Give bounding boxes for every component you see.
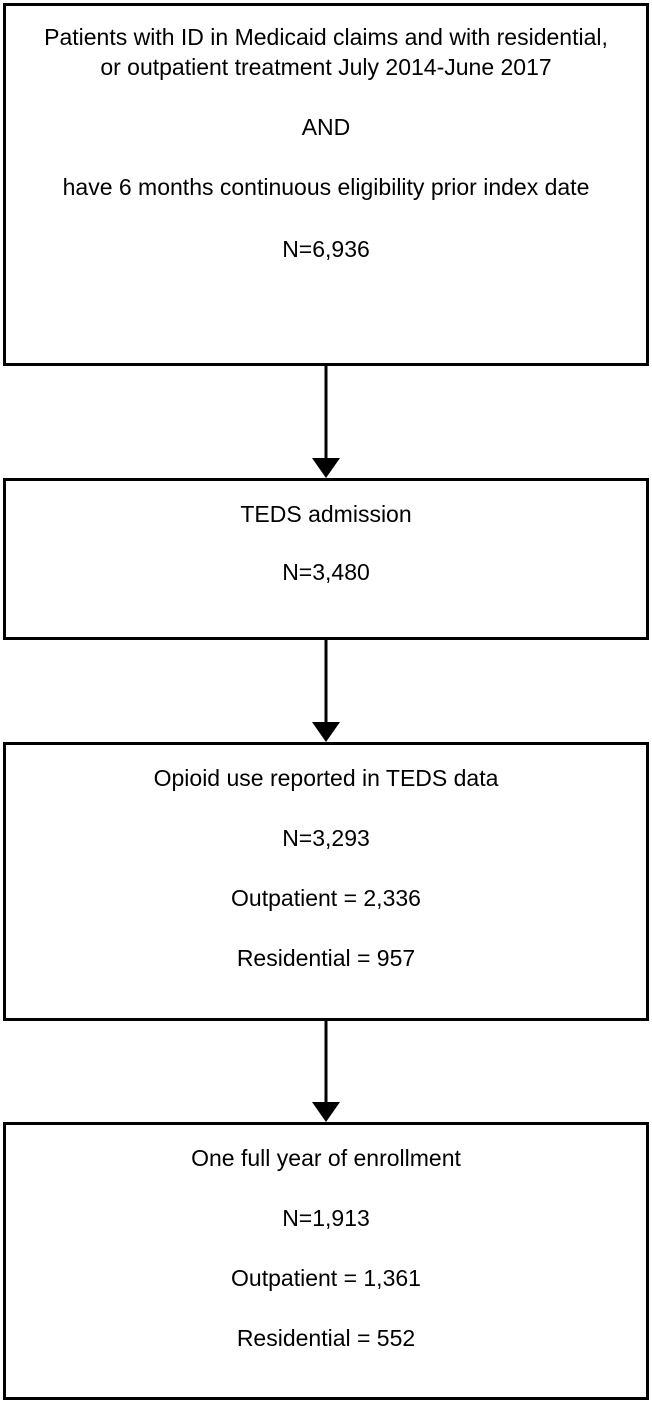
opioid-use-residential-text: Residential = 957	[236, 945, 416, 971]
spacer	[6, 1293, 646, 1323]
teds-admission-count-text: N=3,480	[282, 559, 370, 585]
arrow-teds-to-opioid	[0, 640, 652, 742]
one-year-residential-text: Residential = 552	[236, 1325, 416, 1351]
opioid-use-box: Opioid use reported in TEDS data N=3,293…	[3, 742, 649, 1021]
spacer	[6, 1233, 646, 1263]
one-year-count-text: N=1,913	[282, 1205, 370, 1231]
spacer	[6, 853, 646, 883]
opioid-use-outpatient-text: Outpatient = 2,336	[231, 885, 421, 911]
teds-admission-title-text: TEDS admission	[240, 501, 412, 527]
patient-eligibility-box: Patients with ID in Medicaid claims and …	[3, 3, 649, 366]
eligibility-criteria-2-text: have 6 months continuous eligibility pri…	[62, 174, 590, 200]
one-year-outpatient-text: Outpatient = 1,361	[231, 1265, 421, 1291]
eligibility-and-connector-text: AND	[301, 114, 351, 140]
one-year-enrollment-box: One full year of enrollment N=1,913 Outp…	[3, 1122, 649, 1400]
spacer	[6, 793, 646, 823]
eligibility-criteria-1-text: Patients with ID in Medicaid claims and …	[44, 24, 608, 80]
spacer	[6, 82, 646, 112]
teds-admission-box: TEDS admission N=3,480	[3, 478, 649, 640]
eligibility-count-text: N=6,936	[282, 236, 370, 262]
opioid-use-title-text: Opioid use reported in TEDS data	[153, 765, 499, 791]
opioid-use-count-text: N=3,293	[282, 825, 370, 851]
spacer	[6, 529, 646, 557]
spacer	[6, 202, 646, 234]
spacer	[6, 142, 646, 172]
arrow-eligibility-to-teds	[0, 366, 652, 478]
spacer	[6, 1173, 646, 1203]
spacer	[6, 913, 646, 943]
one-year-title-text: One full year of enrollment	[191, 1145, 461, 1171]
arrow-opioid-to-enrollment	[0, 1021, 652, 1122]
